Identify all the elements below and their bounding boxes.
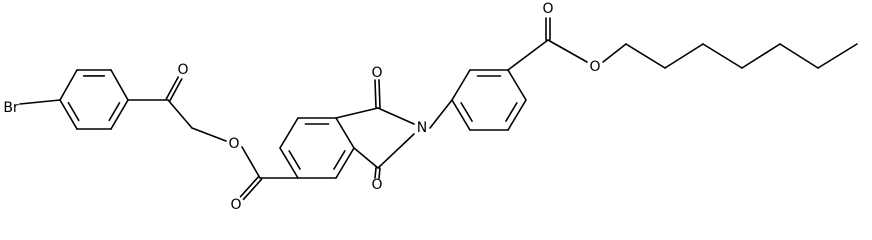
octyl-chain-bond bbox=[741, 43, 781, 69]
imide-bottom-double-bond bbox=[374, 167, 377, 179]
bond-lines bbox=[19, 17, 858, 201]
imide-top-double-bond bbox=[374, 79, 377, 109]
imide-bottom-double-bond bbox=[378, 167, 381, 179]
n-to-phenyl-bond bbox=[429, 99, 453, 129]
isoindole-benzene-ring-inner-double-bond bbox=[333, 150, 346, 170]
ketone-double-bond bbox=[168, 78, 183, 102]
imide-top-double-bond bbox=[378, 79, 381, 109]
octyl-chain-bond bbox=[625, 43, 666, 69]
isoindole-benzene-ring-bond bbox=[335, 117, 355, 149]
ester-carbonyl-oxygen-right-label: O bbox=[542, 1, 553, 17]
octyl-chain-bond bbox=[779, 43, 819, 69]
n-phenyl-ring-bond bbox=[451, 99, 471, 131]
ketone-to-ch2-bond bbox=[167, 99, 193, 129]
bromophenyl-ring-bond bbox=[59, 99, 78, 130]
octyl-chain-bond bbox=[664, 43, 704, 69]
atom-labels: Br O O O O O N O O bbox=[3, 1, 600, 213]
ketone-oxygen-label: O bbox=[177, 62, 188, 78]
isoindole-benzene-ring-bond bbox=[279, 147, 299, 179]
bromine-atom-label: Br bbox=[3, 100, 19, 116]
n-phenyl-ring-inner-double-bond bbox=[505, 102, 518, 122]
octyl-chain-bond bbox=[602, 43, 627, 63]
bromophenyl-ring-bond bbox=[59, 69, 78, 101]
imide-oxygen-bottom-label: O bbox=[371, 177, 382, 193]
isoindole-benzene-ring-bond bbox=[335, 147, 355, 179]
ester-carbonyl-oxygen-left-label: O bbox=[230, 197, 241, 213]
octyl-chain-bond bbox=[702, 43, 743, 69]
imide-ring-bond bbox=[377, 133, 415, 169]
c-br-bond bbox=[19, 99, 61, 105]
ketone-double-bond bbox=[165, 76, 180, 100]
ester-oxygen-to-carbonyl-bond bbox=[241, 146, 261, 179]
imide-nitrogen-label: N bbox=[417, 120, 427, 136]
bromophenyl-ring-inner-double-bond bbox=[108, 101, 121, 122]
n-phenyl-ring-inner-double-bond bbox=[460, 102, 473, 122]
n-phenyl-ring-bond bbox=[451, 69, 471, 101]
imide-oxygen-top-label: O bbox=[371, 65, 382, 81]
bromophenyl-ring-bond bbox=[110, 69, 129, 101]
ch2-to-ester-oxygen-bond bbox=[191, 127, 227, 142]
n-phenyl-ring-bond bbox=[507, 99, 527, 131]
isoindole-benzene-ring-bond bbox=[279, 117, 299, 149]
ester-right-to-oxygen-bond bbox=[547, 39, 588, 63]
imide-ring-bond bbox=[335, 107, 379, 119]
n-phenyl-ring-bond bbox=[507, 69, 527, 101]
ester-left-double-bond bbox=[242, 178, 263, 201]
imide-ring-bond bbox=[377, 107, 415, 125]
ester-oxygen-right-label: O bbox=[589, 59, 600, 75]
ester-left-double-bond bbox=[239, 175, 260, 198]
imide-ring-bond bbox=[353, 147, 379, 169]
ring-to-ester-right-bond bbox=[507, 39, 549, 71]
chemical-structure-diagram: Br O O O O O N O O bbox=[3, 1, 858, 213]
octyl-chain-bond bbox=[817, 43, 858, 69]
isoindole-benzene-ring-inner-double-bond bbox=[288, 150, 301, 170]
bromophenyl-ring-inner-double-bond bbox=[67, 101, 80, 122]
bromophenyl-ring-bond bbox=[110, 99, 129, 130]
ester-oxygen-left-label: O bbox=[228, 136, 239, 152]
